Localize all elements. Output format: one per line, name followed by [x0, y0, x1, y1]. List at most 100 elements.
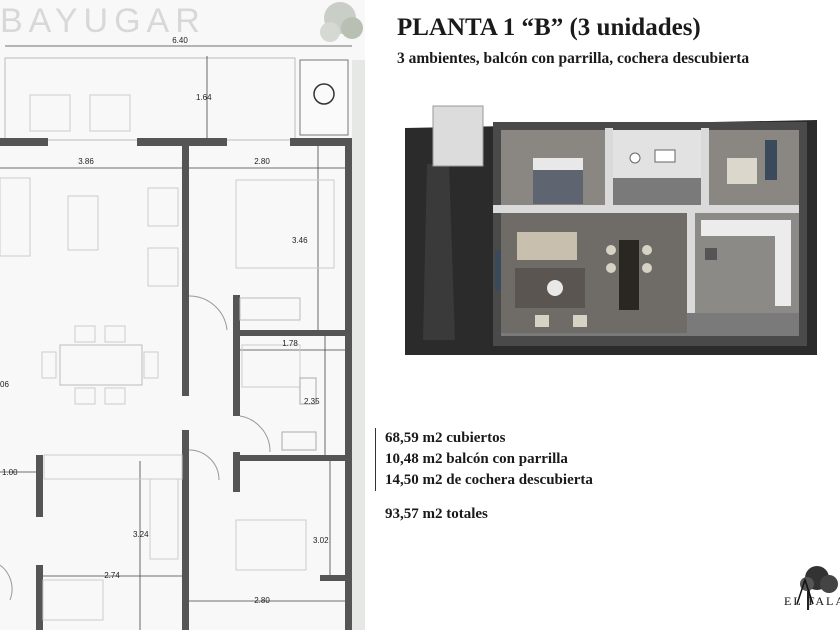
chair	[606, 245, 616, 255]
wall	[137, 138, 227, 146]
dim-label: 2.80	[254, 596, 270, 605]
toilet	[629, 152, 641, 164]
wall	[605, 128, 613, 208]
chair	[143, 351, 159, 379]
dim-label: 3.46	[292, 236, 308, 245]
dim-label: 6.40	[172, 36, 188, 45]
chair	[642, 263, 652, 273]
kitchen-counter	[43, 454, 183, 480]
bed	[727, 158, 757, 184]
armchair	[573, 315, 587, 327]
tree-icon	[796, 566, 838, 610]
window	[765, 140, 777, 180]
chair	[642, 245, 652, 255]
grill-circle	[313, 83, 335, 105]
wall	[687, 213, 695, 313]
armchair	[535, 315, 549, 327]
closet	[239, 297, 301, 321]
coffee-table	[547, 280, 563, 296]
balcony-area	[4, 57, 296, 141]
wall	[799, 122, 807, 342]
balcony-strip	[423, 164, 455, 340]
floor-plan-drawing: 6.40 1.64 3.86 2.80 3.46 1.78 06 2.35 1.…	[0, 2, 365, 630]
wall	[233, 336, 240, 416]
brand-watermark: BAYUGAR	[0, 2, 206, 40]
kitchen-counter	[149, 478, 179, 560]
dim-label: 2.80	[254, 157, 270, 166]
wall	[493, 336, 807, 346]
page-subtitle: 3 ambientes, balcón con parrilla, cocher…	[397, 50, 750, 67]
chair	[74, 387, 96, 405]
door-swing	[188, 295, 228, 331]
pillow	[533, 158, 583, 170]
window	[495, 250, 501, 290]
area-list: 68,59 m2 cubiertos 10,48 m2 balcón con p…	[375, 428, 593, 491]
laundry	[42, 579, 104, 621]
dim-label: 2.35	[304, 397, 320, 406]
chair	[74, 325, 96, 343]
toilet	[299, 377, 317, 405]
armchair	[147, 247, 179, 287]
dining-table	[619, 240, 639, 310]
door-swing	[239, 415, 271, 453]
exterior-band	[352, 60, 365, 630]
bed	[235, 519, 307, 571]
chair	[104, 387, 126, 405]
door-swing	[188, 449, 220, 481]
grill-block	[432, 105, 484, 167]
door-swing	[0, 564, 13, 601]
chair	[41, 351, 57, 379]
info-panel: PLANTA 1 “B” (3 unidades) 3 ambientes, b…	[365, 0, 840, 630]
dim-label: 2.74	[104, 571, 120, 580]
wall	[233, 295, 240, 330]
page-title: PLANTA 1 “B” (3 unidades)	[397, 14, 701, 41]
balcony-chair	[89, 94, 131, 132]
wall	[0, 138, 48, 146]
sink	[654, 149, 676, 163]
wall	[493, 122, 501, 342]
dim-label: 1.64	[196, 93, 212, 102]
wall	[36, 565, 43, 630]
kitchen-counter	[775, 236, 791, 306]
dim-label: 3.02	[313, 536, 329, 545]
coffee-table	[67, 195, 99, 251]
dim-label: 3.24	[133, 530, 149, 539]
chair	[606, 263, 616, 273]
wall	[233, 330, 345, 336]
wall	[493, 205, 799, 213]
wall	[233, 455, 345, 461]
area-total: 93,57 m2 totales	[385, 506, 488, 522]
wall	[182, 146, 189, 396]
grill	[299, 59, 349, 136]
area-covered: 68,59 m2 cubiertos	[385, 430, 506, 446]
wall	[345, 138, 352, 630]
area-balcony: 10,48 m2 balcón con parrilla	[385, 451, 568, 467]
sink	[281, 431, 317, 451]
wall	[290, 138, 352, 146]
wall	[233, 452, 240, 492]
balcony-chair	[29, 94, 71, 132]
stove	[705, 248, 717, 260]
bed	[235, 179, 335, 269]
wall	[493, 122, 807, 130]
bathtub	[241, 344, 301, 388]
floor-plan-3d-render	[405, 105, 817, 355]
dim-label: 3.86	[78, 157, 94, 166]
logo-text: EL TALA	[784, 594, 840, 608]
armchair	[147, 187, 179, 227]
dim-label: 06	[0, 380, 9, 389]
tree-icon	[320, 2, 363, 42]
dim-label: 1.00	[2, 468, 18, 477]
floor-plan: 6.40 1.64 3.86 2.80 3.46 1.78 06 2.35 1.…	[0, 0, 365, 630]
wall	[320, 575, 345, 581]
sofa	[517, 232, 577, 260]
dim-label: 1.78	[282, 339, 298, 348]
wall	[701, 128, 709, 208]
chair	[104, 325, 126, 343]
kitchen-counter	[701, 220, 791, 236]
wall	[36, 455, 43, 517]
dining-table	[59, 344, 143, 386]
area-garage: 14,50 m2 de cochera descubierta	[385, 472, 593, 488]
wall	[182, 430, 189, 630]
sofa	[0, 177, 31, 257]
